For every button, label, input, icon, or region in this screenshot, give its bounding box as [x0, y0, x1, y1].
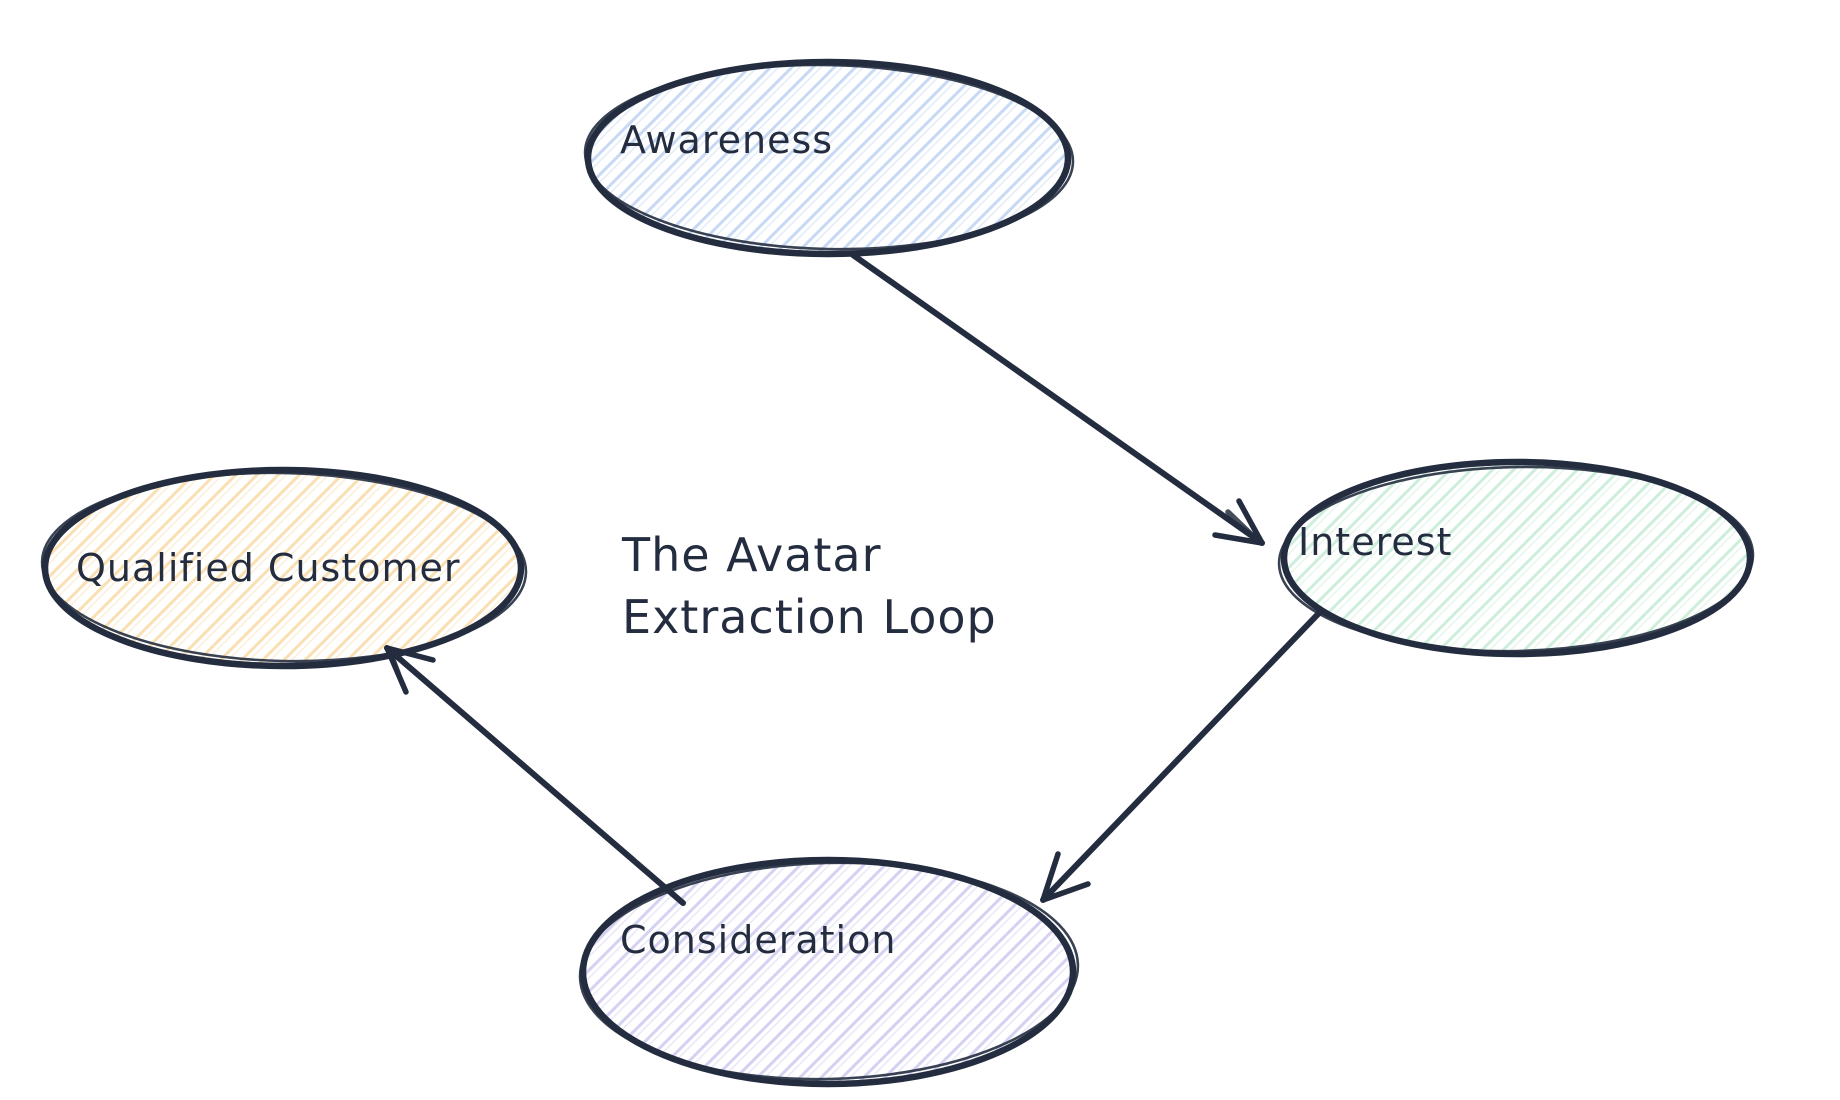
edge-consideration-to-qualified-customer[interactable]	[384, 645, 686, 906]
node-interest-label[interactable]: Interest	[1298, 520, 1453, 564]
edge-interest-to-consideration[interactable]	[1040, 609, 1323, 903]
edge-awareness-to-interest[interactable]	[850, 252, 1265, 546]
node-qualified-customer-shape[interactable]	[40, 466, 528, 670]
diagram-title-line-1: The Avatar	[622, 528, 882, 582]
node-interest-shape[interactable]	[1277, 458, 1755, 658]
node-awareness-shape[interactable]	[583, 58, 1075, 258]
node-consideration-shape[interactable]	[577, 856, 1080, 1088]
diagram-title-line-2: Extraction Loop	[622, 590, 997, 644]
node-qualified-customer-label[interactable]: Qualified Customer	[76, 546, 461, 590]
node-awareness-label[interactable]: Awareness	[620, 118, 834, 162]
node-consideration-label[interactable]: Consideration	[620, 918, 897, 962]
diagram-title[interactable]: The Avatar Extraction Loop	[622, 524, 997, 648]
